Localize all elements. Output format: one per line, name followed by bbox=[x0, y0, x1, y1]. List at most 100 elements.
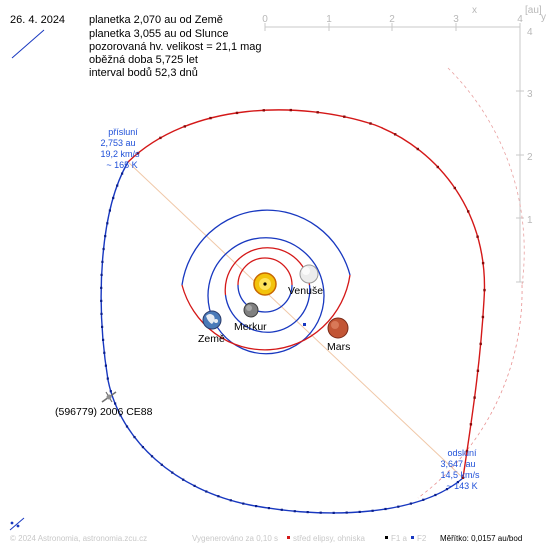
f1-legend-marker bbox=[385, 536, 388, 539]
mars-orbit-upper bbox=[181, 209, 351, 286]
info-line-period: oběžná doba 5,725 let bbox=[89, 54, 198, 66]
orbit-point-marker bbox=[469, 423, 473, 426]
right-tick-4: 4 bbox=[527, 27, 533, 38]
orbit-point-marker bbox=[345, 511, 348, 514]
sun bbox=[253, 272, 277, 296]
y-axis-letter: y bbox=[541, 12, 546, 23]
orbit-point-marker bbox=[209, 116, 212, 120]
perihelion-temperature: ~ 165 K bbox=[106, 160, 137, 170]
orbit-point-marker bbox=[409, 502, 412, 505]
aphelion-title: odsluní bbox=[447, 448, 477, 458]
header-info: 26. 4. 2024 planetka 2,070 au od Země pl… bbox=[10, 14, 262, 79]
orbit-point-marker bbox=[183, 125, 186, 128]
orbit-point-marker bbox=[150, 455, 154, 458]
orbit-point-marker bbox=[182, 478, 185, 481]
orbit-point-marker bbox=[104, 235, 107, 238]
orbit-point-marker bbox=[255, 505, 258, 508]
copyright-text: © 2024 Astronomia, astronomia.zcu.cz bbox=[10, 534, 147, 543]
aphelion-label: odsluní 3,647 au 14,5 km/s ~ 143 K bbox=[440, 448, 480, 491]
orbit-point-marker bbox=[479, 342, 482, 346]
perihelion-label: přísluní 2,753 au 19,2 km/s ~ 165 K bbox=[100, 127, 140, 170]
f2-legend-marker bbox=[411, 536, 414, 539]
orbit-point-marker bbox=[133, 436, 136, 439]
top-tick-0: 0 bbox=[262, 14, 268, 25]
scale-text: Měřítko: 0,0157 au/bod bbox=[440, 534, 522, 543]
orbit-point-marker bbox=[465, 449, 469, 453]
orbit-point-marker bbox=[109, 390, 112, 393]
info-line-sun-distance: planetka 3,055 au od Slunce bbox=[89, 28, 228, 40]
unit-label: [au] bbox=[525, 5, 542, 16]
inclination-indicator bbox=[9, 29, 45, 531]
top-tick-2: 2 bbox=[389, 14, 395, 25]
orbit-point-marker bbox=[456, 481, 459, 484]
venus-label: Venuše bbox=[288, 285, 323, 297]
aphelion-speed: 14,5 km/s bbox=[440, 470, 480, 480]
orbit-point-marker bbox=[104, 364, 107, 367]
asteroid-points-above bbox=[136, 108, 486, 479]
orbit-point-marker bbox=[205, 490, 208, 493]
orbit-point-marker bbox=[316, 111, 319, 114]
earth: Země bbox=[198, 310, 225, 345]
orbit-point-marker bbox=[108, 209, 111, 212]
orbit-point-marker bbox=[106, 222, 109, 225]
orbit-point-marker bbox=[229, 499, 232, 502]
focus-marker bbox=[303, 323, 306, 326]
orbit-point-marker bbox=[102, 247, 105, 251]
orbit-point-marker bbox=[141, 446, 144, 449]
orbit-point-marker bbox=[343, 115, 346, 118]
orbit-point-marker bbox=[106, 377, 109, 380]
asteroid: (596779) 2006 CE88 bbox=[55, 391, 153, 418]
orbit-point-marker bbox=[445, 488, 449, 491]
orbit-point-marker bbox=[112, 196, 115, 200]
orbit-point-marker bbox=[434, 493, 437, 497]
mercury-orbit-upper bbox=[237, 257, 293, 286]
orbit-point-marker bbox=[416, 147, 419, 151]
date-label: 26. 4. 2024 bbox=[10, 14, 65, 26]
venus: Venuše bbox=[288, 264, 323, 297]
orbit-point-marker bbox=[319, 511, 322, 514]
venus-orbit-lower bbox=[224, 284, 311, 333]
orbit-point-marker bbox=[394, 133, 397, 136]
orbit-point-marker bbox=[102, 338, 105, 341]
perihelion-speed: 19,2 km/s bbox=[100, 149, 140, 159]
aphelion-distance: 3,647 au bbox=[440, 459, 475, 469]
aphelion-temperature: ~ 143 K bbox=[446, 481, 477, 491]
orbit-point-marker bbox=[103, 351, 106, 354]
orbit-point-marker bbox=[436, 165, 439, 169]
orbit-point-marker bbox=[473, 396, 476, 399]
orbit-point-marker bbox=[371, 509, 374, 512]
orbit-point-marker bbox=[159, 136, 162, 140]
apsides-line bbox=[127, 161, 464, 479]
mercury-label: Merkur bbox=[234, 321, 267, 333]
orbit-point-marker bbox=[125, 425, 129, 428]
reference-arc bbox=[417, 284, 523, 499]
center-legend-marker bbox=[287, 536, 290, 539]
orbit-point-marker bbox=[121, 172, 124, 175]
orbit-point-marker bbox=[101, 325, 104, 328]
orbit-point-marker bbox=[369, 122, 372, 125]
orbit-point-marker bbox=[267, 507, 270, 510]
orbit-point-marker bbox=[476, 235, 479, 238]
top-tick-4: 4 bbox=[517, 14, 523, 25]
perihelion-distance: 2,753 au bbox=[100, 138, 135, 148]
generated-text: Vygenerováno za 0,10 s bbox=[192, 534, 278, 543]
orbit-point-marker bbox=[481, 315, 485, 319]
orbit-point-marker bbox=[114, 402, 117, 405]
f1-legend-text: F1 a bbox=[391, 534, 408, 543]
orbit-point-marker bbox=[483, 288, 486, 292]
orbit-point-marker bbox=[101, 260, 104, 263]
x-axis-letter: x bbox=[472, 5, 477, 16]
orbit-point-marker bbox=[358, 510, 361, 513]
orbit-point-marker bbox=[481, 261, 485, 265]
orbit-point-marker bbox=[100, 286, 103, 289]
orbit-point-marker bbox=[193, 484, 196, 487]
orbit-point-marker bbox=[116, 184, 119, 187]
mars: Mars bbox=[327, 317, 350, 353]
orbit-point-marker bbox=[332, 511, 335, 514]
perihelion-title: přísluní bbox=[108, 127, 138, 137]
right-scale-axis: 4 3 2 1 y bbox=[516, 12, 546, 283]
mercury-orbit-lower bbox=[237, 284, 293, 313]
mars-orbit-lower bbox=[181, 274, 351, 351]
orbit-point-marker bbox=[467, 210, 470, 213]
